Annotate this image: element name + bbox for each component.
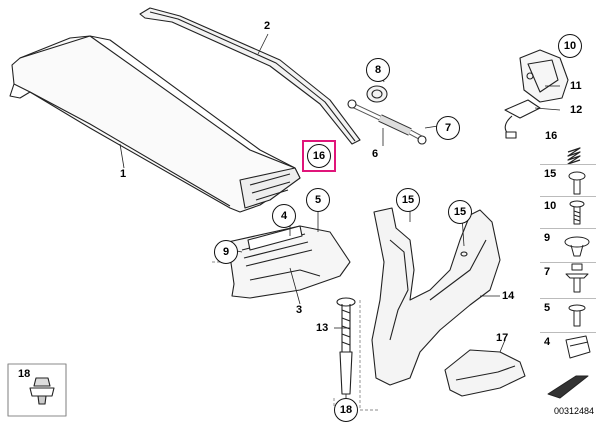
callout-17[interactable]: 17	[496, 332, 509, 344]
side-label: 4	[544, 336, 551, 348]
callout-2[interactable]: 2	[264, 20, 271, 32]
side-cell-10: 10	[540, 196, 596, 228]
callout-3[interactable]: 3	[296, 304, 303, 316]
side-label: 15	[544, 168, 557, 180]
part-6-strut	[347, 99, 427, 145]
callout-16-spring[interactable]: 16	[545, 130, 558, 142]
part-13-bolt	[336, 297, 356, 395]
side-cell-5: 5	[540, 298, 596, 332]
callout-1[interactable]: 1	[120, 168, 127, 180]
part-10-latch	[519, 49, 569, 103]
part-3-hinge	[227, 225, 351, 299]
callout-7[interactable]: 7	[436, 116, 460, 140]
callout-5[interactable]: 5	[306, 188, 330, 212]
callout-12[interactable]: 12	[570, 104, 583, 116]
side-cell-9: 9	[540, 228, 596, 260]
callout-4[interactable]: 4	[272, 204, 296, 228]
part-1-lid	[9, 35, 301, 213]
callout-18-a[interactable]: 18	[18, 368, 31, 380]
side-label: 9	[544, 232, 551, 244]
part-2-seal	[139, 7, 361, 145]
side-label: 10	[544, 200, 557, 212]
side-panel-parts	[547, 171, 591, 399]
callout-15-b[interactable]: 15	[448, 200, 472, 224]
callout-11[interactable]: 11	[570, 80, 582, 92]
callout-8[interactable]: 8	[366, 58, 390, 82]
part-16-spring	[567, 147, 581, 165]
side-cell-15: 15	[540, 164, 596, 196]
callout-15-a[interactable]: 15	[396, 188, 420, 212]
callout-9[interactable]: 9	[214, 240, 238, 264]
side-cell-4: 4	[540, 332, 596, 368]
leader-lines	[119, 33, 561, 402]
side-label: 5	[544, 302, 551, 314]
highlight-box	[302, 140, 336, 172]
callout-13[interactable]: 13	[316, 322, 329, 334]
part-18-clip	[7, 363, 67, 417]
part-8-stop	[366, 71, 388, 103]
callout-14[interactable]: 14	[502, 290, 515, 302]
side-label: 7	[544, 266, 551, 278]
catalog-code: 00312484	[553, 406, 594, 416]
part-14-trim	[371, 207, 501, 386]
part-17-bracket	[444, 349, 526, 397]
part-12-cable	[504, 99, 541, 139]
callout-6[interactable]: 6	[372, 148, 379, 160]
callout-10[interactable]: 10	[558, 34, 582, 58]
callout-18-b[interactable]: 18	[334, 398, 358, 422]
side-cell-7: 7	[540, 262, 596, 296]
callout-16-highlighted[interactable]: 16	[307, 144, 331, 168]
